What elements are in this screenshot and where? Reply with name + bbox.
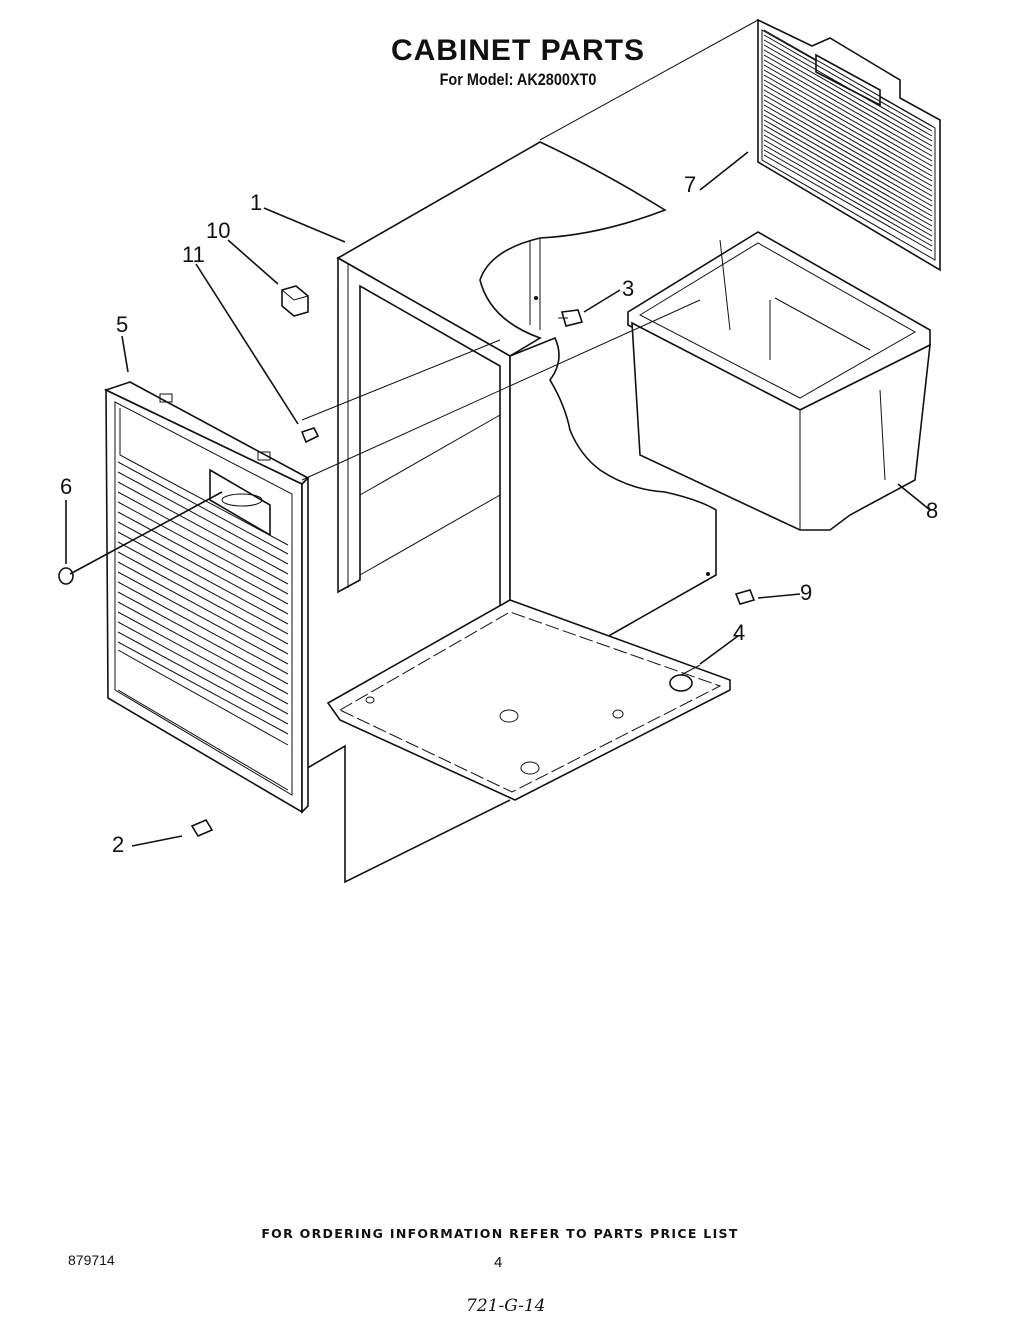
water-bucket	[627, 231, 931, 531]
screw-back	[558, 309, 584, 327]
document-number: 879714	[68, 1252, 115, 1268]
callout-4: 4	[733, 620, 745, 645]
screw-front	[190, 818, 214, 838]
callout-9: 9	[800, 580, 812, 605]
callout-3: 3	[622, 276, 634, 301]
callout-1: 1	[250, 190, 262, 215]
callout-10: 10	[206, 218, 230, 243]
page-title: CABINET PARTS	[390, 34, 646, 67]
base-foot	[669, 664, 701, 692]
callout-8: 8	[926, 498, 938, 523]
cabinet-wrapper	[336, 141, 717, 695]
screw-top	[300, 427, 320, 444]
leader-lines	[65, 19, 931, 847]
rear-grille	[757, 18, 941, 272]
front-grille-panel	[103, 381, 310, 814]
rear-louvers	[763, 29, 933, 252]
bumper-pad	[281, 285, 309, 317]
callout-numbers: 1 2 3 4 5 6 7 8 9 10 11	[60, 172, 938, 857]
page-number: 4	[494, 1254, 503, 1271]
callout-7: 7	[684, 172, 696, 197]
model-subtitle: For Model: AK2800XT0	[439, 70, 597, 89]
callout-6: 6	[60, 474, 72, 499]
screw-side	[734, 589, 756, 605]
callout-5: 5	[116, 312, 128, 337]
knob-plug	[58, 567, 74, 585]
callout-11: 11	[182, 242, 205, 267]
handwritten-code: 721-G-14	[466, 1296, 546, 1316]
ordering-note: FOR ORDERING INFORMATION REFER TO PARTS …	[261, 1226, 739, 1241]
front-louvers	[117, 461, 289, 735]
callout-2: 2	[112, 832, 124, 857]
base-plate	[326, 599, 731, 801]
